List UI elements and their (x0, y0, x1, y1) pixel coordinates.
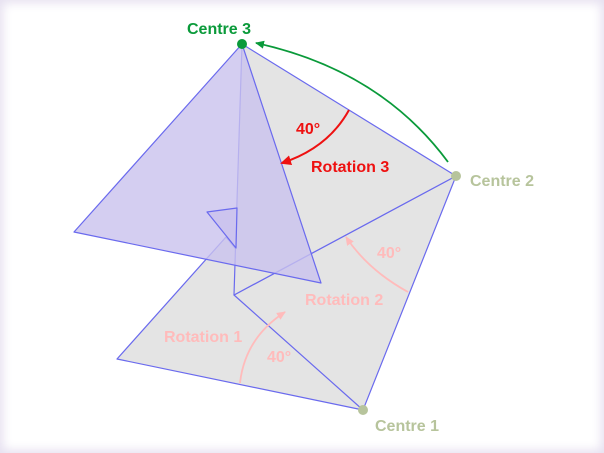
rotation-3-arc (280, 109, 350, 165)
rotation-1-label: Rotation 1 (164, 329, 242, 346)
centre-2-label: Centre 2 (470, 173, 534, 190)
rotation-3-label: Rotation 3 (311, 159, 389, 176)
rotation-1-arc (239, 311, 286, 384)
angle-2-label: 40° (377, 245, 401, 262)
angle-3-label: 40° (296, 121, 320, 138)
centre-3-label: Centre 3 (187, 21, 251, 38)
centre-1-label: Centre 1 (375, 418, 439, 435)
triangle-overlap (206, 207, 238, 249)
angle-1-label: 40° (267, 349, 291, 366)
centre-2-point (451, 171, 461, 181)
centre-2-to-3-arc (255, 40, 449, 163)
centre-1-point (358, 405, 368, 415)
rotation-2-label: Rotation 2 (305, 292, 383, 309)
rotation-2-arc (345, 236, 409, 293)
centre-3-point (237, 39, 247, 49)
